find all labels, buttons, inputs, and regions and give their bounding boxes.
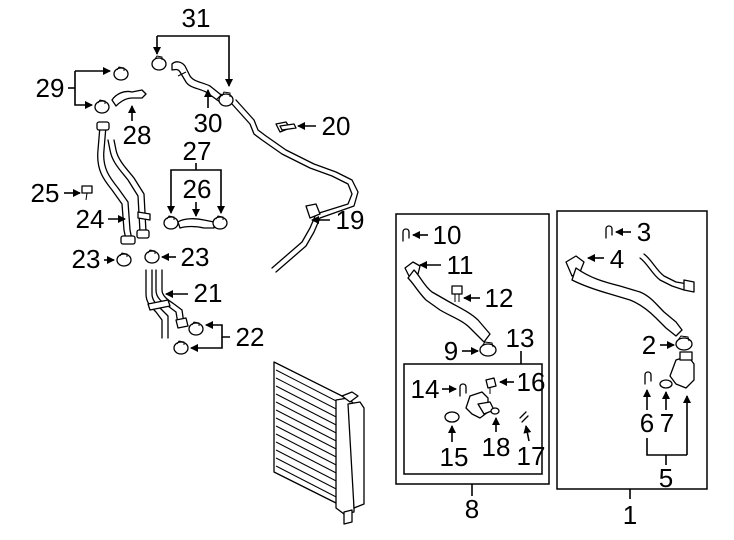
callout-26: 26 [183, 174, 212, 204]
callout-3: 3 [637, 217, 651, 247]
callout-29: 29 [36, 73, 65, 103]
oring-15 [444, 411, 460, 423]
callout-4: 4 [610, 244, 624, 274]
callout-labels: 31 30 29 28 27 26 25 24 23 23 21 22 20 1… [31, 3, 675, 530]
callout-2: 2 [642, 330, 656, 360]
oring-18 [490, 407, 500, 415]
clamp-22a [188, 321, 204, 336]
hose-30 [171, 61, 225, 103]
pipe-24 [96, 121, 151, 245]
callout-1: 1 [623, 500, 637, 530]
callout-14: 14 [411, 374, 440, 404]
clamp-22b [173, 340, 189, 355]
callout-23-right: 23 [181, 242, 210, 272]
callout-20: 20 [322, 111, 351, 141]
hose-26 [177, 218, 215, 229]
hose-11 [404, 261, 491, 343]
clamp-9 [479, 341, 497, 357]
clamp-23a [116, 252, 132, 267]
callout-9: 9 [444, 336, 458, 366]
callout-5: 5 [659, 463, 673, 493]
fitting-box1 [669, 351, 695, 389]
callout-12: 12 [485, 283, 514, 313]
callout-13: 13 [506, 323, 535, 353]
callout-10: 10 [433, 220, 462, 250]
radiator [273, 361, 365, 525]
callout-25: 25 [31, 178, 60, 208]
pipe-21 [145, 269, 189, 339]
callout-7: 7 [660, 408, 674, 438]
leader-lines [64, 35, 691, 499]
clamp-27b [212, 215, 228, 230]
sensor-16 [485, 377, 497, 394]
callout-6: 6 [640, 408, 654, 438]
clip-6 [644, 371, 652, 385]
callout-22: 22 [236, 322, 265, 352]
bolt-20 [275, 121, 297, 133]
clamp-23b [144, 249, 160, 264]
callout-17: 17 [517, 441, 546, 471]
bolt-25 [81, 185, 93, 201]
callout-30: 30 [194, 108, 223, 138]
clamp-31b [218, 91, 234, 107]
callout-21: 21 [194, 278, 223, 308]
kit-box-1 [556, 210, 708, 490]
clamp-29a [113, 66, 129, 81]
clamp-27a [163, 215, 179, 230]
callout-24: 24 [76, 204, 105, 234]
callout-19: 19 [336, 205, 365, 235]
callout-11: 11 [447, 250, 474, 280]
callout-16: 16 [517, 367, 546, 397]
callout-27: 27 [183, 136, 212, 166]
callout-18: 18 [482, 432, 511, 462]
callout-23-left: 23 [72, 244, 101, 274]
fitting-12 [451, 285, 463, 302]
callout-8: 8 [465, 494, 479, 524]
clamp-31a [151, 55, 167, 71]
pipe-19 [231, 99, 359, 273]
fitting-box8 [465, 391, 495, 419]
clip-10 [402, 228, 410, 242]
clip-3 [605, 225, 613, 239]
clamp-29b [94, 99, 110, 114]
clamp-2 [675, 335, 693, 351]
hose-4 [565, 253, 695, 337]
callout-15: 15 [440, 442, 469, 472]
callout-31: 31 [182, 3, 211, 33]
kit-box-13 [403, 363, 543, 475]
oring-7 [659, 379, 673, 389]
clip-17 [519, 411, 529, 423]
hose-28 [111, 89, 147, 107]
callout-28: 28 [123, 120, 152, 150]
clip-14 [459, 383, 467, 397]
